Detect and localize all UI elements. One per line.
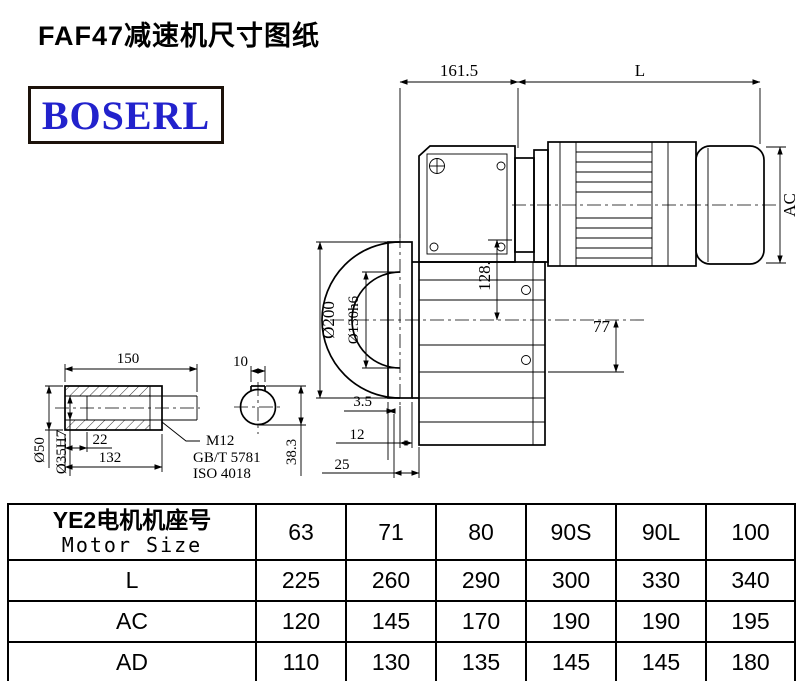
cell-L-2: 290 [435,559,527,602]
table-row-AD: AD 110 130 135 145 145 180 [7,641,796,681]
dim-text-d50: Ø50 [32,437,48,463]
dim-text-25: 25 [335,457,350,473]
shaft-detail-view [64,385,198,431]
centerlines [55,204,780,434]
dim-text-3-5: 3.5 [353,394,372,410]
dim-text-12: 12 [350,427,365,443]
motor-size-63: 63 [255,503,347,561]
table-header-row: YE2电机机座号 Motor Size 63 71 80 90S 90L 100 [7,503,796,561]
brand-logo-box: BOSERL [28,86,224,144]
dim-text-150: 150 [117,351,140,367]
dim-text-d130: Ø130h6 [346,295,362,344]
cell-AD-5: 180 [705,641,796,681]
motor-size-90s: 90S [525,503,617,561]
spec-table: YE2电机机座号 Motor Size 63 71 80 90S 90L 100… [7,503,796,681]
cell-L-1: 260 [345,559,437,602]
cell-AD-2: 135 [435,641,527,681]
dim-text-77: 77 [593,317,611,336]
dim-text-d200: Ø200 [319,301,338,339]
page-title: FAF47减速机尺寸图纸 [38,21,321,51]
motor [514,141,765,267]
cell-L-5: 340 [705,559,796,602]
gearbox-housing [418,145,546,446]
table-header-cn: YE2电机机座号 [52,507,212,533]
table-row-L: L 225 260 290 300 330 340 [7,559,796,602]
dim-text-161-5: 161.5 [440,61,478,80]
cell-AC-5: 195 [705,600,796,643]
cell-AC-4: 190 [615,600,707,643]
main-view [321,141,765,446]
table-header-motor: YE2电机机座号 Motor Size [7,503,257,561]
cell-L-4: 330 [615,559,707,602]
cell-AC-1: 145 [345,600,437,643]
row-label-AC: AC [7,600,257,643]
note-std1: GB/T 5781 [193,450,261,466]
motor-size-90l: 90L [615,503,707,561]
keyway-section-view [239,385,277,426]
cell-L-0: 225 [255,559,347,602]
cell-AD-1: 130 [345,641,437,681]
note-std2: ISO 4018 [193,466,251,482]
dim-text-38-3: 38.3 [284,439,300,465]
row-label-L: L [7,559,257,602]
motor-fins [576,151,652,259]
dim-text-AC: AC [780,193,799,217]
dimensions: 161.5 L AC Ø200 Ø130h6 128. 77 [32,61,799,482]
dim-text-L: L [635,61,645,80]
dim-text-d35: Ø35H7 [54,429,70,474]
cell-AD-3: 145 [525,641,617,681]
cell-AD-0: 110 [255,641,347,681]
cell-AC-3: 190 [525,600,617,643]
row-label-AD: AD [7,641,257,681]
motor-size-80: 80 [435,503,527,561]
motor-size-100: 100 [705,503,796,561]
motor-size-71: 71 [345,503,437,561]
datum-symbol-icon [429,158,445,174]
dim-text-22: 22 [93,432,108,448]
cell-AD-4: 145 [615,641,707,681]
note-thread: M12 [206,433,234,449]
table-header-en: Motor Size [61,533,203,557]
cell-AC-0: 120 [255,600,347,643]
cell-AC-2: 170 [435,600,527,643]
fan-cowl [695,145,765,265]
dim-text-128: 128. [475,261,494,291]
cell-L-3: 300 [525,559,617,602]
brand-logo-text: BOSERL [41,92,211,138]
table-row-AC: AC 120 145 170 190 190 195 [7,600,796,643]
dim-text-10: 10 [233,354,248,370]
technical-drawing: 161.5 L AC Ø200 Ø130h6 128. 77 [32,61,799,482]
dim-text-132: 132 [99,450,122,466]
